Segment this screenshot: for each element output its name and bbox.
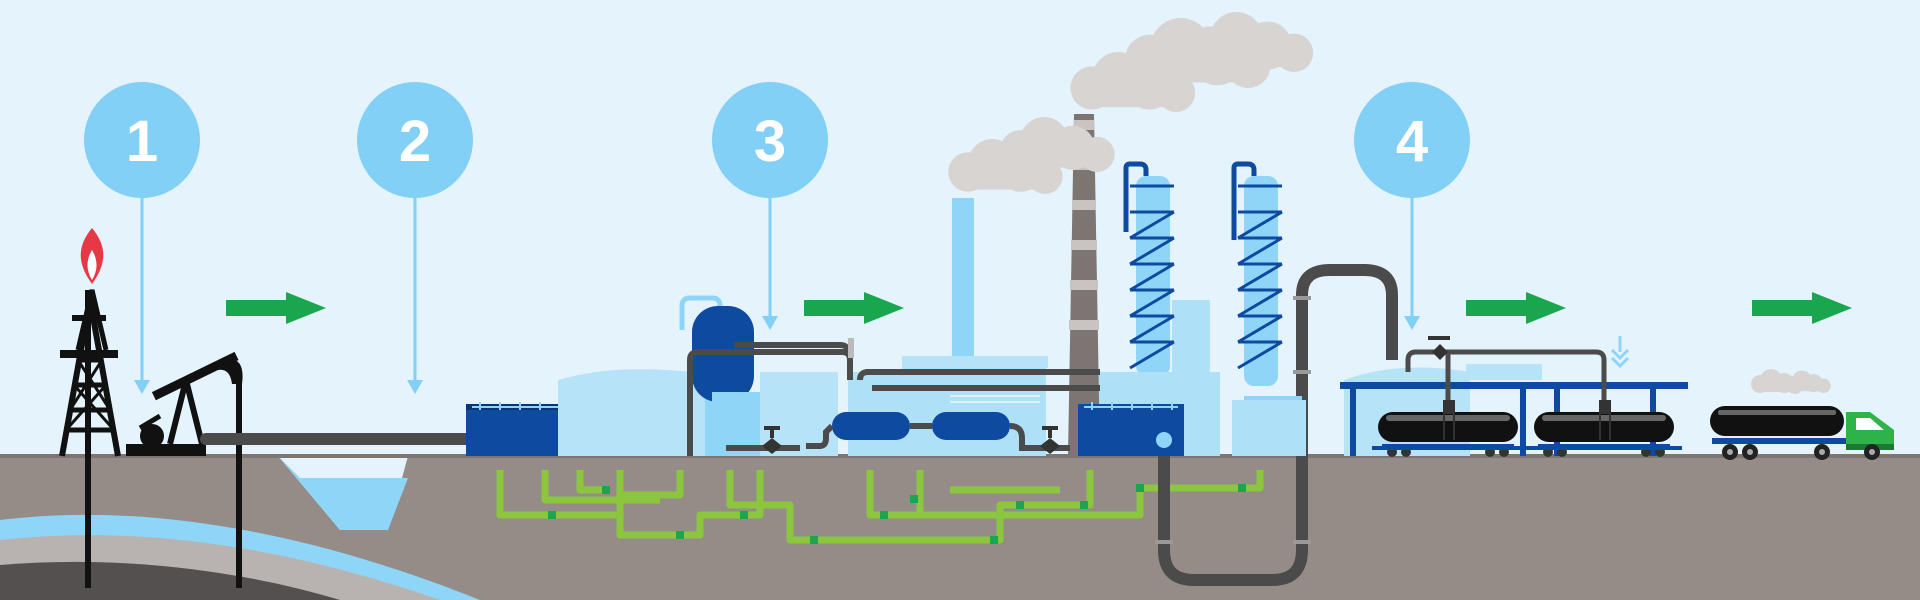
flow-arrow-icon [1466, 292, 1566, 324]
reservoir-pond [278, 456, 408, 530]
ground [0, 454, 1920, 600]
flow-arrow-icon [226, 292, 326, 324]
oil-derrick-icon [59, 228, 121, 588]
distillation-column-icon [1123, 161, 1175, 376]
tanker-truck-icon [1710, 369, 1894, 460]
step-marker-3: 3 [712, 82, 828, 330]
distillation-column-icon [1231, 161, 1283, 386]
refinery-process-equipment [679, 295, 1184, 456]
storage-building [1078, 404, 1184, 456]
flow-arrow-icon [804, 292, 904, 324]
smokestack-icon [952, 198, 974, 358]
step-number: 1 [126, 109, 158, 174]
step-number: 4 [1396, 109, 1428, 174]
step-number: 2 [399, 109, 431, 174]
step-marker-1: 1 [84, 82, 200, 394]
loading-station [1340, 336, 1688, 457]
step-marker-2: 2 [357, 82, 473, 394]
step-number: 3 [754, 109, 786, 174]
step-marker-4: 4 [1354, 82, 1470, 330]
pumpjack-icon [126, 351, 243, 588]
flow-arrow-icon [1752, 292, 1852, 324]
